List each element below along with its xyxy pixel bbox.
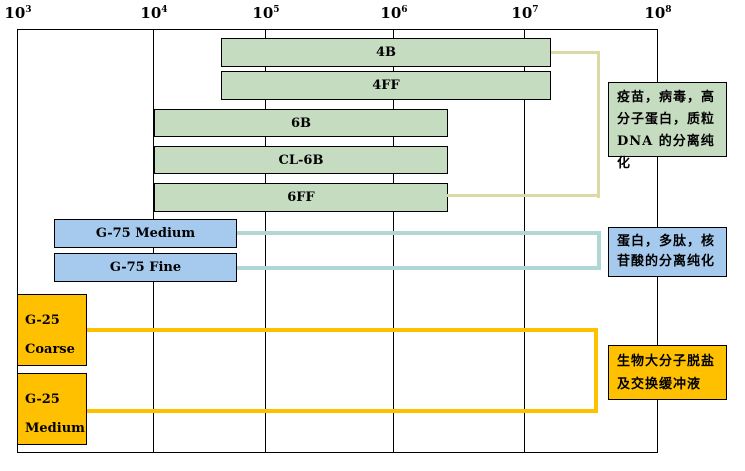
bar-g25-medium: G-25 Medium bbox=[17, 373, 87, 445]
tick-base: 10 bbox=[380, 4, 402, 22]
tick-exponent: 6 bbox=[401, 5, 408, 15]
bar-sepharose-6ff: 6FF bbox=[154, 183, 448, 212]
bar-sepharose-4ff: 4FF bbox=[221, 71, 551, 100]
tick-exponent: 8 bbox=[665, 5, 672, 15]
axis-tick-label: 105 bbox=[252, 4, 279, 28]
tick-exponent: 3 bbox=[25, 5, 32, 15]
annotation-green-applications: 疫苗，病毒，高 分子蛋白，质粒 DNA 的分离纯化 bbox=[608, 82, 727, 171]
gridline-10e5 bbox=[265, 29, 266, 453]
bar-g75-fine: G-75 Fine bbox=[54, 253, 237, 282]
annotation-yellow-applications: 生物大分子脱盐 及交换缓冲液 bbox=[608, 345, 727, 400]
green-group-connector-bottom bbox=[447, 194, 600, 197]
green-group-connector-arm bbox=[551, 51, 600, 198]
tick-base: 10 bbox=[4, 4, 26, 22]
tick-exponent: 7 bbox=[532, 5, 539, 15]
bar-g25-coarse: G-25 Coarse bbox=[17, 294, 87, 366]
bottom-axis-line bbox=[17, 452, 658, 453]
bar-sepharose-cl-6b: CL-6B bbox=[154, 146, 448, 174]
axis-tick-label: 107 bbox=[511, 4, 538, 28]
gridline-10e7 bbox=[524, 29, 525, 453]
tick-base: 10 bbox=[252, 4, 274, 22]
gridline-10e6 bbox=[393, 29, 394, 453]
tick-base: 10 bbox=[511, 4, 533, 22]
tick-base: 10 bbox=[140, 4, 162, 22]
top-axis-line bbox=[17, 29, 658, 30]
yellow-group-connector bbox=[87, 328, 598, 413]
tick-exponent: 5 bbox=[273, 5, 280, 15]
gridline-10e3 bbox=[17, 29, 18, 453]
tick-exponent: 4 bbox=[161, 5, 168, 15]
axis-tick-label: 108 bbox=[644, 4, 671, 28]
axis-tick-label: 103 bbox=[4, 4, 31, 28]
axis-tick-label: 106 bbox=[380, 4, 407, 28]
tick-base: 10 bbox=[644, 4, 666, 22]
axis-tick-label: 104 bbox=[140, 4, 167, 28]
bar-g75-medium: G-75 Medium bbox=[54, 219, 237, 248]
bar-sepharose-4b: 4B bbox=[221, 38, 551, 67]
blue-group-connector bbox=[237, 231, 601, 270]
bar-sepharose-6b: 6B bbox=[154, 109, 448, 137]
annotation-blue-applications: 蛋白，多肽，核 苷酸的分离纯化 bbox=[608, 227, 727, 277]
